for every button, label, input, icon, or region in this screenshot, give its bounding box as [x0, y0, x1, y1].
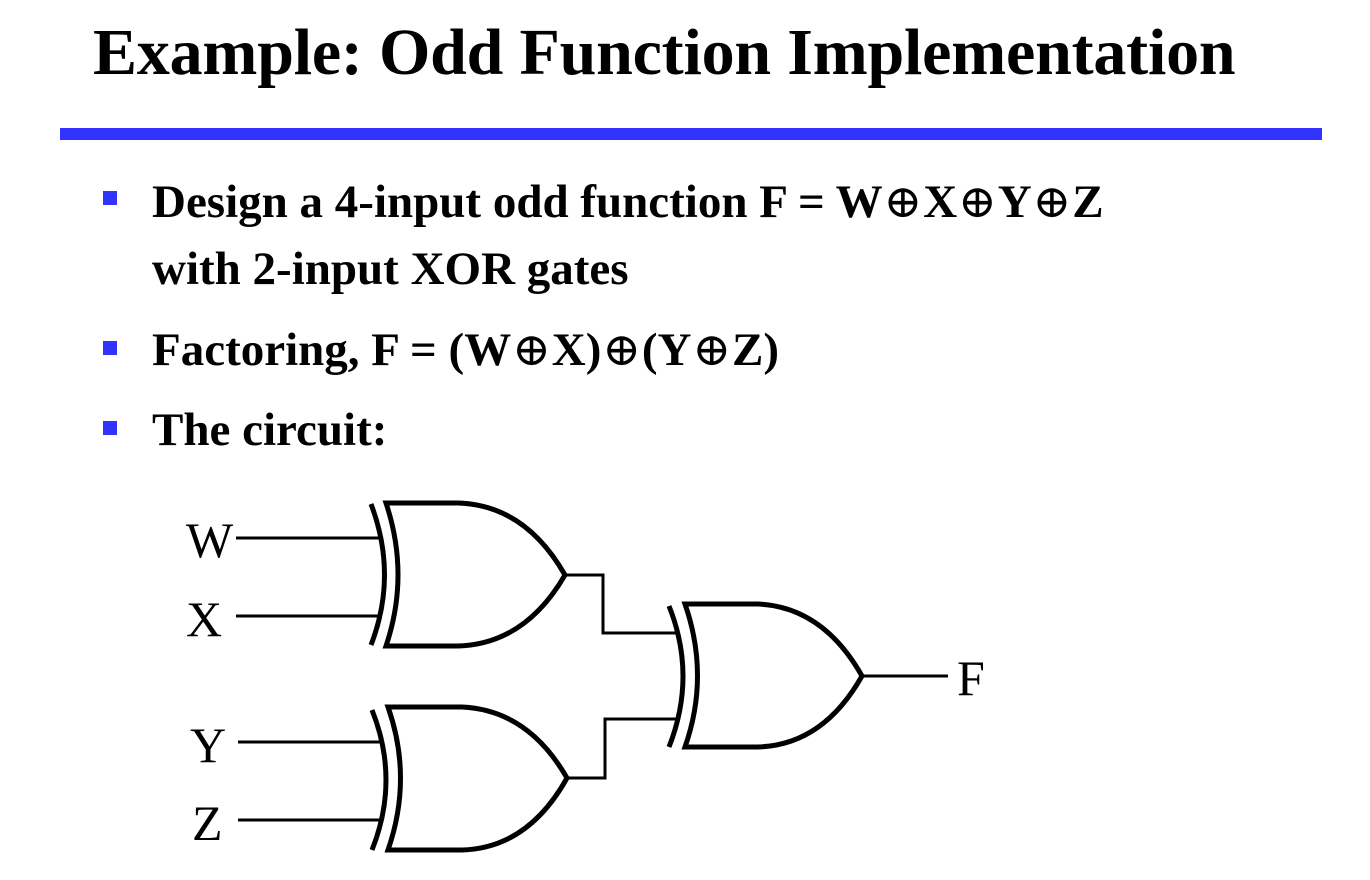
input-label-z: Z: [192, 795, 223, 851]
bullet-3: The circuit:: [152, 404, 388, 456]
xor-symbol-icon: ⊕: [1032, 176, 1072, 227]
slide-title: Example: Odd Function Implementation: [93, 16, 1236, 89]
bullet-marker-icon: [103, 341, 117, 355]
xor-symbol-icon: ⊕: [883, 176, 923, 227]
xor-gate-3-input-arc: [666, 605, 686, 748]
xor-gate-1: [368, 500, 568, 649]
xor-gate-2: [369, 704, 570, 853]
xor-gate-3-body: [681, 601, 865, 750]
close-paren: ): [585, 324, 602, 376]
var-w: W: [464, 324, 512, 376]
wire-gate1-to-gate3: [565, 573, 677, 635]
output-label-f: F: [957, 650, 985, 706]
xor-symbol-icon: ⊕: [958, 176, 997, 227]
var-x: X: [923, 176, 958, 228]
xor-gate-3: [666, 601, 865, 750]
xor-symbol-icon: ⊕: [512, 324, 551, 375]
var-z-group: Z): [732, 324, 780, 376]
var-y: Y: [997, 176, 1032, 228]
bullet-1-line-1: Design a 4-input odd function F = W⊕X⊕Y⊕…: [152, 172, 1104, 232]
input-label-x: X: [186, 591, 222, 647]
xor-gate-2-input-arc: [369, 709, 389, 851]
bullet-1-line-2: with 2-input XOR gates: [152, 243, 629, 295]
var-w: W: [835, 176, 883, 228]
bullet-2: Factoring, F = (W⊕X)⊕(Y⊕Z): [152, 320, 779, 380]
xor-gate-1-input-arc: [368, 503, 387, 646]
xor-gate-2-body: [384, 704, 570, 853]
bullet-1-text: Design a 4-input odd function F =: [152, 176, 836, 228]
var-x: X: [551, 324, 586, 376]
xor-gate-1-body: [382, 500, 568, 649]
bullet-marker-icon: [103, 421, 117, 435]
bullet-2-prefix: Factoring, F = (: [152, 324, 465, 376]
title-underline-rule: [60, 128, 1322, 140]
xor-symbol-icon: ⊕: [692, 324, 732, 375]
bullet-marker-icon: [103, 191, 117, 205]
var-y-group: (Y: [641, 324, 692, 376]
xor-symbol-icon: ⊕: [602, 324, 641, 375]
wire-gate2-to-gate3: [567, 717, 678, 780]
var-z: Z: [1072, 176, 1104, 228]
input-label-y: Y: [190, 717, 226, 773]
input-label-w: W: [186, 512, 234, 568]
